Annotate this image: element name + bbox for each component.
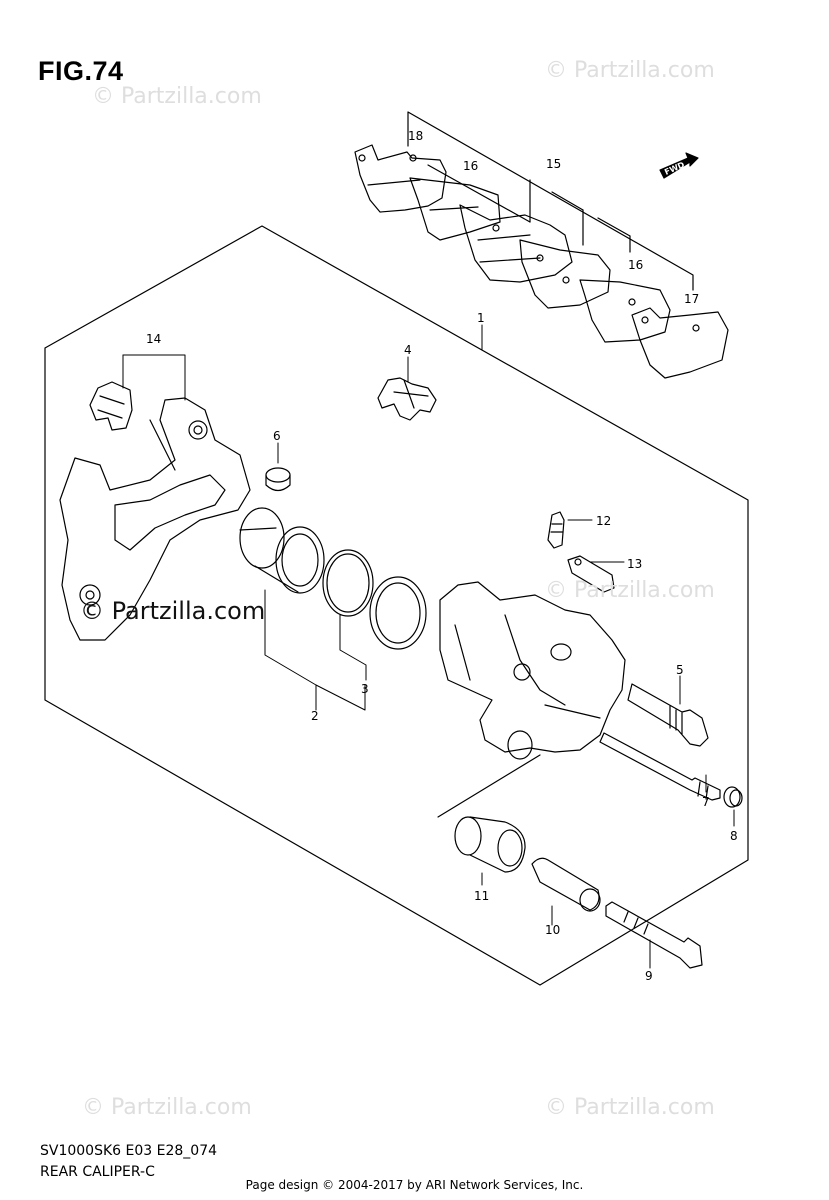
watermark-top-right: © Partzilla.com	[545, 58, 715, 83]
brake-pad-outer	[354, 144, 447, 213]
callout-13: 13	[627, 557, 642, 571]
callout-10: 10	[545, 923, 560, 937]
callout-5: 5	[676, 663, 684, 677]
callout-9: 9	[645, 969, 653, 983]
callout-7: 7	[702, 795, 710, 809]
watermark-bottom-left: © Partzilla.com	[82, 1095, 252, 1120]
pad-clip	[377, 377, 437, 421]
callout-6: 6	[273, 429, 281, 443]
callout-12: 12	[596, 514, 611, 528]
callout-16b: 16	[628, 258, 643, 272]
callout-16a: 16	[463, 159, 478, 173]
shim-inner-b	[519, 239, 611, 309]
callout-15: 15	[546, 157, 561, 171]
watermark-mid-right: © Partzilla.com	[545, 578, 715, 603]
pad-bracket-lines	[407, 111, 694, 291]
callout-8: 8	[730, 829, 738, 843]
model-code: SV1000SK6 E03 E28_074	[40, 1143, 218, 1159]
callout-2: 2	[311, 709, 319, 723]
pin-plug	[723, 786, 743, 808]
pad-spring	[579, 279, 671, 343]
caliper-body	[439, 581, 626, 760]
pad-retainer	[89, 381, 133, 431]
callout-11: 11	[474, 889, 489, 903]
page-credit: Page design © 2004-2017 by ARI Network S…	[245, 1178, 584, 1192]
watermark-main: © Partzilla.com	[80, 597, 266, 625]
callout-leaders	[122, 324, 735, 969]
callout-4: 4	[404, 343, 412, 357]
caliper-clip	[567, 555, 615, 593]
mounting-bolt	[605, 901, 703, 969]
guide-leader	[437, 754, 541, 818]
pin-bolt	[627, 683, 709, 747]
figure-title: FIG.74	[38, 56, 124, 86]
callout-1: 1	[477, 311, 485, 325]
watermark-bottom-right: © Partzilla.com	[545, 1095, 715, 1120]
callout-17: 17	[684, 292, 699, 306]
dust-boot	[454, 816, 526, 873]
forward-label: FWD	[663, 160, 686, 177]
callout-numbers: 1 2 3 4 5 6 7 8 9 10 11 12 13 14 15 16 1…	[146, 129, 738, 983]
assembly-outline	[44, 225, 749, 986]
brake-pad-inner	[459, 204, 573, 283]
bleeder-valve	[547, 511, 565, 549]
forward-arrow-icon	[659, 152, 699, 179]
caliper-piston	[239, 507, 325, 594]
brake-pad-rear	[631, 307, 729, 379]
shim-inner-a	[409, 177, 501, 241]
pad-pin	[599, 732, 721, 801]
guide-sleeve	[531, 857, 601, 912]
bleeder-cap	[265, 467, 291, 492]
callout-14: 14	[146, 332, 161, 346]
piston-seals	[322, 549, 427, 650]
section-name: REAR CALIPER-C	[40, 1164, 155, 1180]
caliper-bracket	[59, 397, 251, 641]
watermark-top-left: © Partzilla.com	[92, 84, 262, 109]
callout-18: 18	[408, 129, 423, 143]
callout-3: 3	[361, 682, 369, 696]
